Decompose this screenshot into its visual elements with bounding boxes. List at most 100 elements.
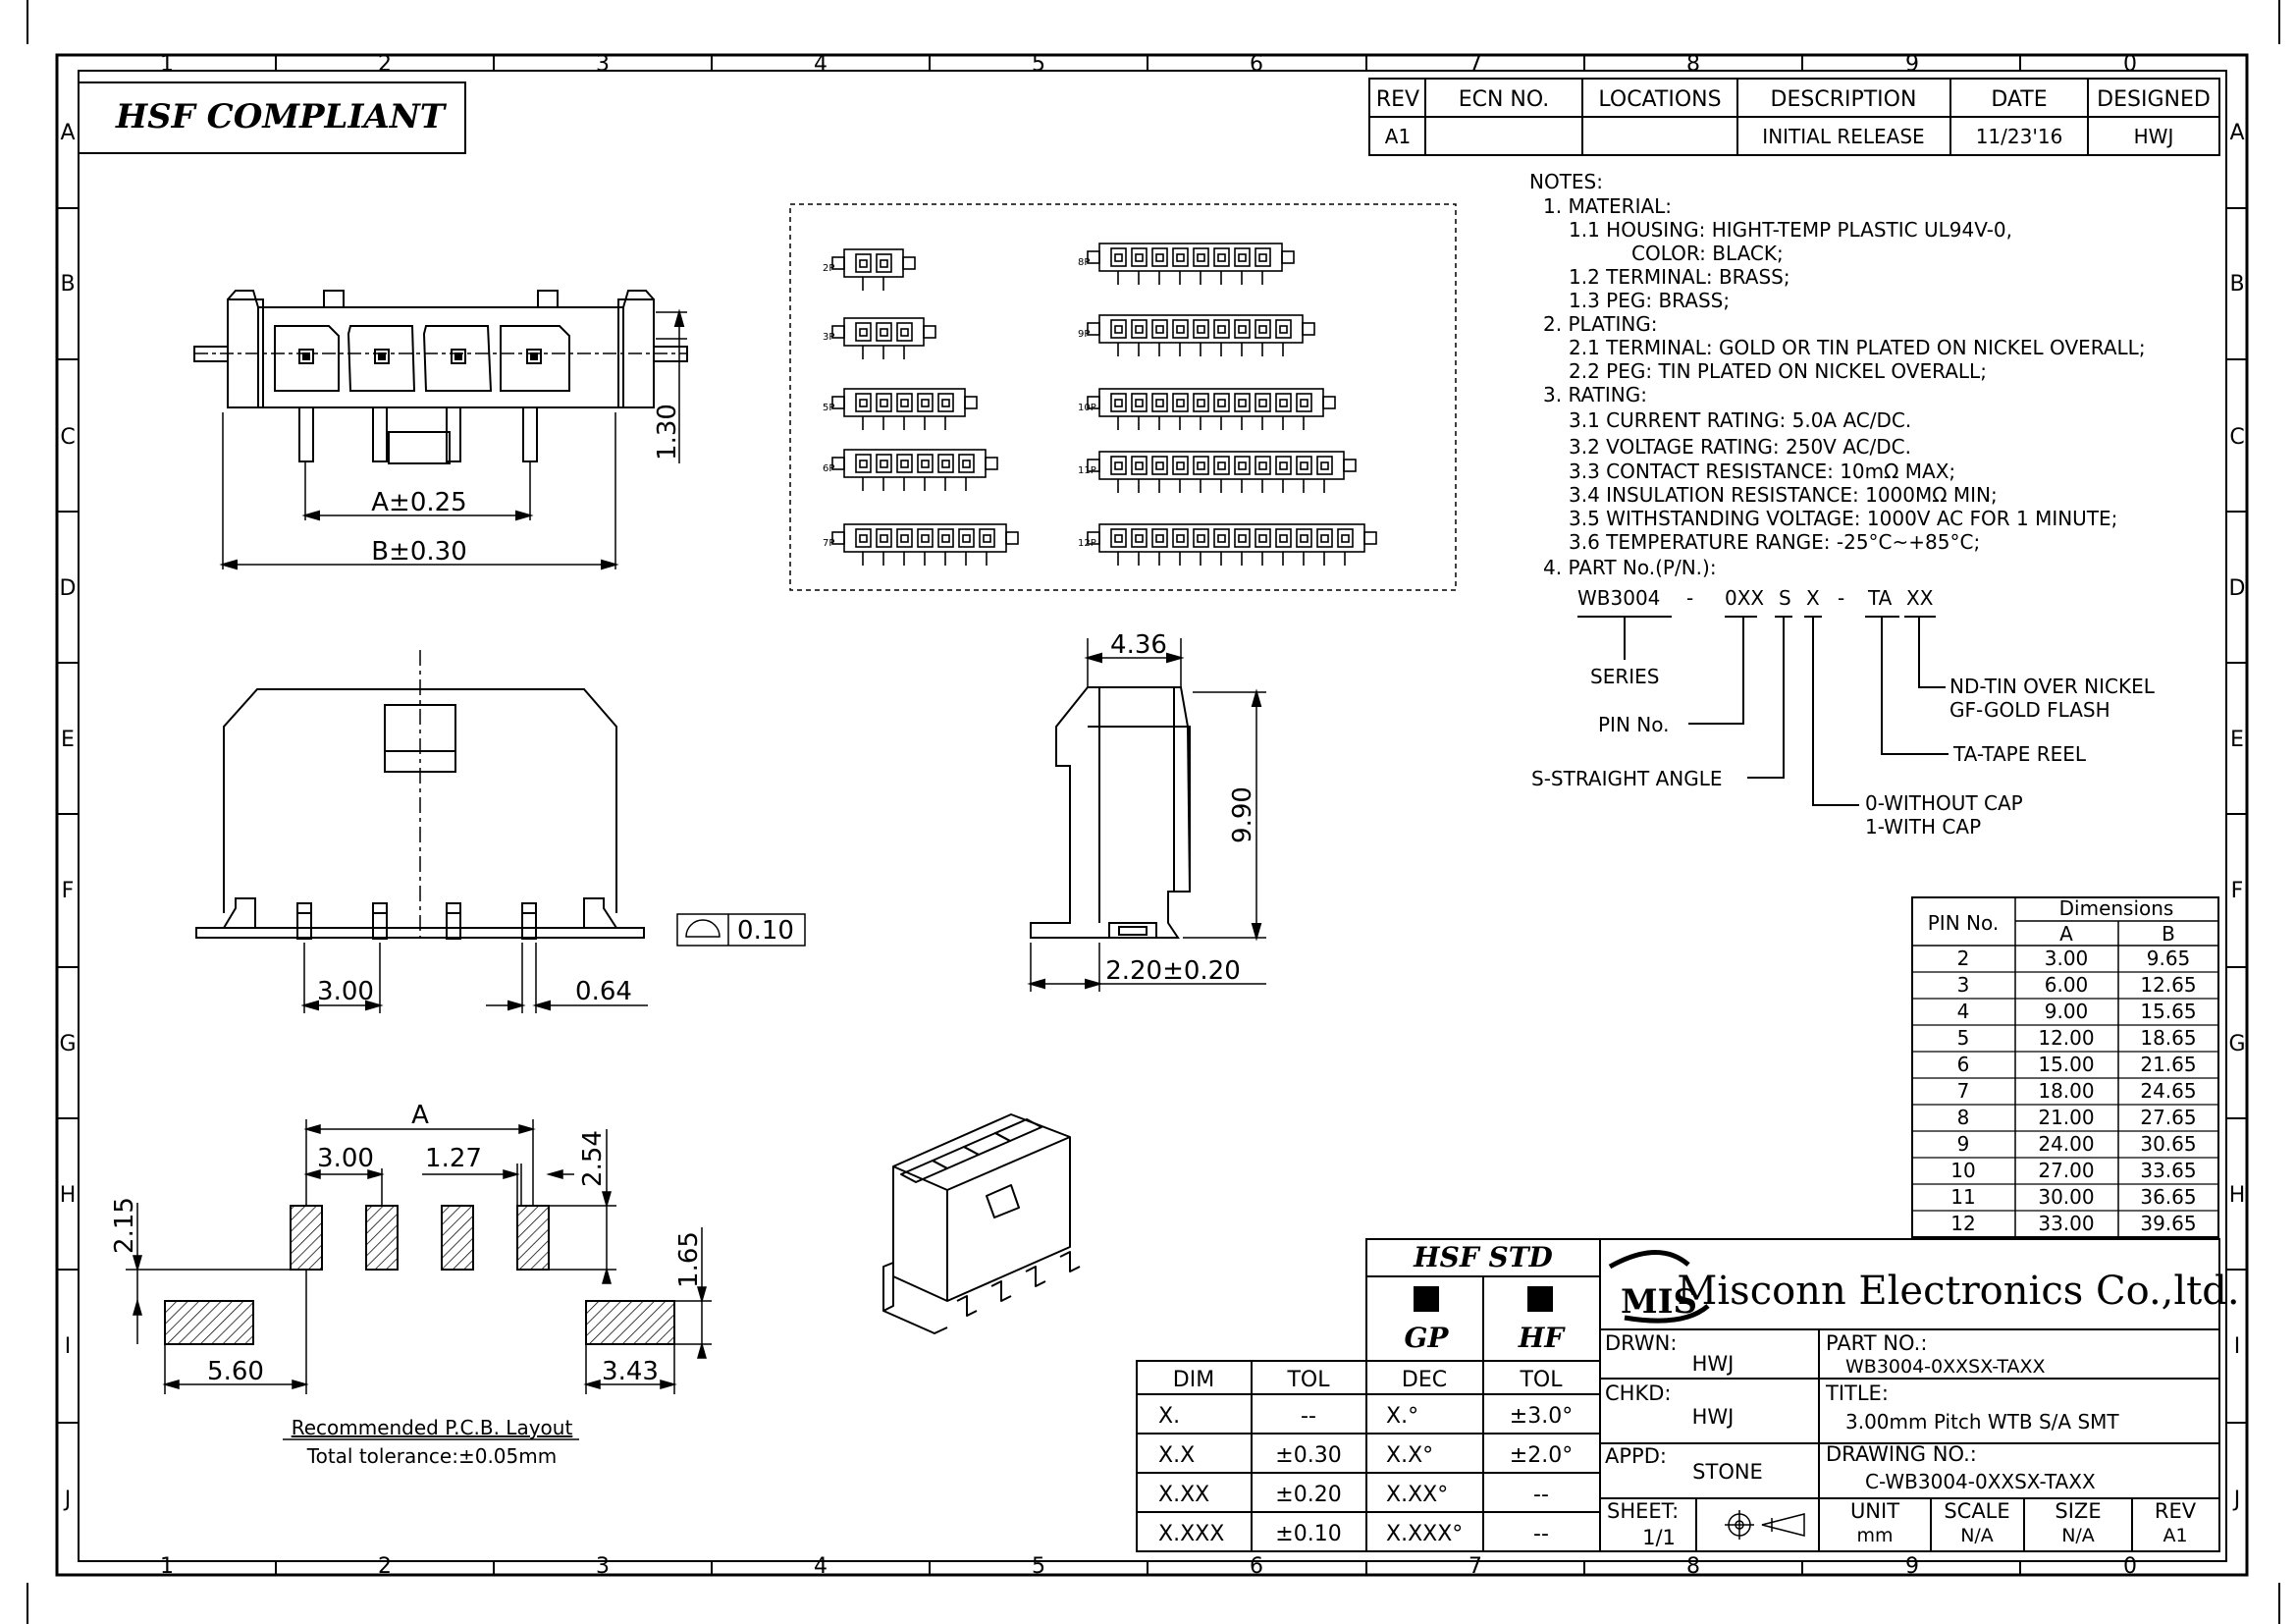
part-label: PART NO.: bbox=[1826, 1331, 1927, 1355]
variant-peg bbox=[902, 256, 916, 270]
dim-table-a: 12.00 bbox=[2038, 1026, 2094, 1050]
variant-cavity bbox=[1234, 319, 1251, 339]
dim-table-a: 33.00 bbox=[2038, 1212, 2094, 1235]
variant-contact bbox=[1300, 399, 1308, 407]
chkd-value: HWJ bbox=[1692, 1405, 1735, 1429]
pn-tape-code: TA bbox=[1867, 586, 1893, 610]
dim-table-b: 15.65 bbox=[2140, 1000, 2196, 1023]
variant-peg bbox=[1281, 250, 1295, 264]
variant-contact bbox=[1238, 461, 1247, 470]
variant-peg bbox=[1087, 250, 1100, 264]
dim-table-pin: 11 bbox=[1950, 1185, 1975, 1209]
variant-contact bbox=[859, 534, 868, 543]
variant-contact bbox=[1279, 325, 1288, 334]
variant-contact bbox=[921, 399, 930, 407]
variant-cavity bbox=[1255, 393, 1271, 412]
designed-header: DESIGNED bbox=[2097, 87, 2211, 112]
description-header: DESCRIPTION bbox=[1771, 87, 1917, 112]
variant-contact bbox=[1155, 325, 1164, 334]
border-col-label: 1 bbox=[160, 1554, 174, 1579]
variant-sketch: 6P bbox=[823, 449, 998, 491]
dim-table-pin-header: PIN No. bbox=[1928, 911, 1999, 935]
variant-cavity bbox=[917, 528, 934, 548]
dim-side-height: 9.90 bbox=[1228, 786, 1257, 843]
pcb-tolerance: Total tolerance:±0.05mm bbox=[306, 1444, 557, 1468]
border-col-label: 5 bbox=[1032, 52, 1045, 77]
pn-pins-code: 0XX bbox=[1725, 586, 1764, 610]
note-line: 3.3 CONTACT RESISTANCE: 10mΩ MAX; bbox=[1569, 460, 1955, 483]
dim-table-pin: 6 bbox=[1957, 1053, 1970, 1076]
variant-contact bbox=[1300, 534, 1308, 543]
dim-pin: 0.64 bbox=[575, 977, 632, 1006]
variant-cavity bbox=[876, 322, 892, 342]
variant-label: 9P bbox=[1078, 329, 1090, 340]
side-view bbox=[1027, 638, 1266, 992]
border-row-label: F bbox=[2231, 879, 2244, 903]
dim-table-pin: 10 bbox=[1950, 1159, 1975, 1182]
variant-contact bbox=[921, 460, 930, 468]
variant-contact bbox=[1300, 461, 1308, 470]
variant-contact bbox=[1114, 461, 1123, 470]
note-line: 1. MATERIAL: bbox=[1543, 194, 1672, 218]
border-row-label: C bbox=[60, 425, 75, 450]
tol-dim: X.XX bbox=[1158, 1483, 1209, 1507]
dim-table-pin: 5 bbox=[1957, 1026, 1970, 1050]
variant-cavity bbox=[937, 393, 954, 412]
border-row-label: J bbox=[2232, 1488, 2241, 1512]
border-col-label: 3 bbox=[596, 1554, 610, 1579]
variant-contact bbox=[1176, 325, 1185, 334]
projection-symbol-icon bbox=[1725, 1510, 1805, 1540]
pn-dash: - bbox=[1838, 586, 1844, 610]
variant-peg bbox=[831, 256, 845, 270]
company-logo: MIS bbox=[1608, 1250, 1710, 1324]
variant-peg bbox=[964, 396, 978, 409]
border-row-label: I bbox=[2234, 1334, 2241, 1359]
variant-contact bbox=[880, 399, 888, 407]
dim-depth: 4.36 bbox=[1110, 630, 1167, 660]
border-row-label: E bbox=[2230, 728, 2244, 752]
variant-cavity bbox=[1151, 528, 1168, 548]
variant-contact bbox=[1258, 325, 1267, 334]
border-row-label: J bbox=[63, 1488, 72, 1512]
pcb-pad bbox=[290, 1205, 323, 1271]
border-row-label: E bbox=[61, 728, 75, 752]
variant-cavity bbox=[1131, 393, 1148, 412]
border-row-label: D bbox=[60, 576, 77, 601]
variant-body bbox=[1098, 243, 1283, 272]
note-line: 2. PLATING: bbox=[1543, 312, 1658, 336]
note-line: 2.2 PEG: TIN PLATED ON NICKEL OVERALL; bbox=[1569, 359, 1987, 383]
note-line: 3. RATING: bbox=[1543, 383, 1647, 406]
tol-value: ±0.30 bbox=[1275, 1443, 1341, 1468]
pn-cap-code: X bbox=[1806, 586, 1820, 610]
ecn-header: ECN NO. bbox=[1459, 87, 1550, 112]
variant-cavity bbox=[855, 528, 872, 548]
variant-cavity bbox=[1131, 319, 1148, 339]
dim-table-b: 24.65 bbox=[2140, 1079, 2196, 1103]
pcb-peg-pad bbox=[585, 1300, 675, 1345]
variant-cavity bbox=[1213, 393, 1230, 412]
variant-peg bbox=[1005, 531, 1019, 545]
variant-peg bbox=[1087, 459, 1100, 472]
variant-contact bbox=[900, 328, 909, 337]
variant-label: 6P bbox=[823, 463, 834, 474]
border-row-label: H bbox=[2229, 1183, 2246, 1208]
dim-table-a: 9.00 bbox=[2045, 1000, 2089, 1023]
border-row-label: C bbox=[2229, 425, 2244, 450]
variant-contact bbox=[1238, 325, 1247, 334]
top-view bbox=[193, 290, 688, 570]
variant-contact bbox=[1197, 399, 1205, 407]
compliance-label: HSF COMPLIANT bbox=[115, 97, 448, 136]
variant-sketch: 11P bbox=[1078, 451, 1357, 493]
top-view-cavities bbox=[274, 325, 570, 392]
hsf-header-dec: DEC bbox=[1402, 1368, 1447, 1392]
variant-contact bbox=[859, 328, 868, 337]
variant-peg bbox=[985, 457, 998, 470]
variant-cavity bbox=[1275, 456, 1292, 475]
pn-tape-label: TA-TAPE REEL bbox=[1952, 742, 2087, 766]
variant-cavity bbox=[1151, 247, 1168, 267]
border-col-label: 3 bbox=[596, 52, 610, 77]
variant-peg bbox=[1322, 396, 1336, 409]
variant-contact bbox=[1320, 534, 1329, 543]
